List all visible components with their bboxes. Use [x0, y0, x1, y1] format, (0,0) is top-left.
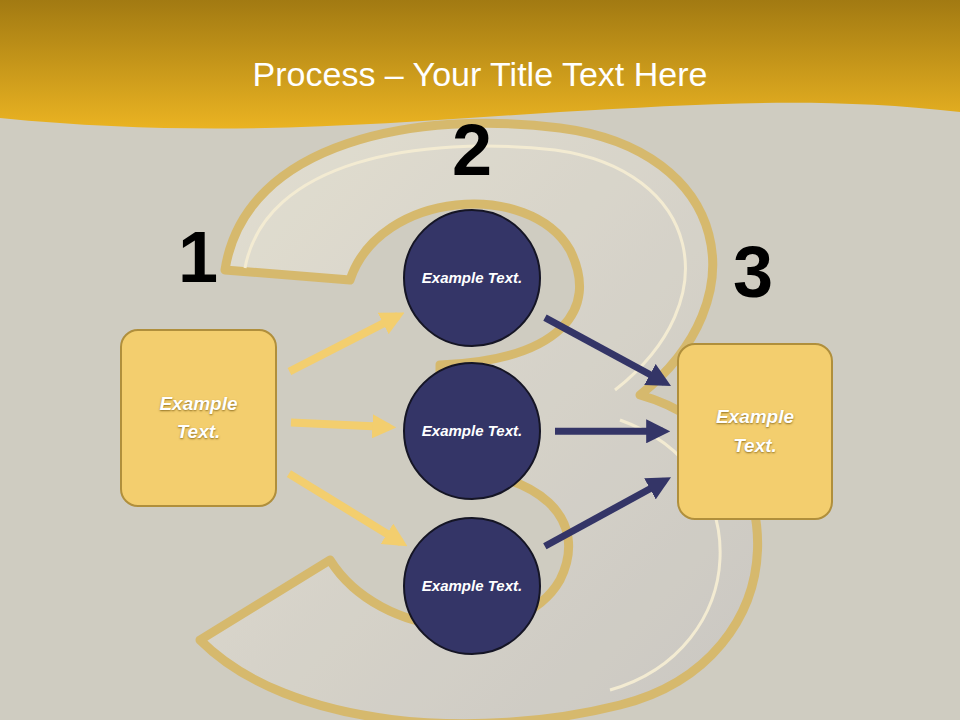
- process-circle: Example Text.: [403, 209, 541, 347]
- flow-arrow: [289, 474, 401, 543]
- process-box: Example Text.: [677, 343, 833, 520]
- step-number: 1: [178, 221, 218, 293]
- step-number: 2: [452, 114, 492, 186]
- node-text: Example Text.: [693, 403, 817, 460]
- number-three-illustration: [200, 123, 758, 720]
- node-text: Example Text.: [136, 390, 261, 447]
- flow-arrow: [545, 481, 665, 546]
- node-text: Example Text.: [422, 420, 522, 443]
- flow-arrow: [291, 422, 389, 427]
- process-circle: Example Text.: [403, 517, 541, 655]
- title-band: [0, 0, 960, 128]
- process-circle: Example Text.: [403, 362, 541, 500]
- flow-arrow: [545, 318, 665, 383]
- slide-title: Process – Your Title Text Here: [0, 54, 960, 95]
- flow-arrow: [555, 428, 663, 435]
- node-text: Example Text.: [422, 267, 522, 290]
- node-text: Example Text.: [422, 575, 522, 598]
- step-number: 3: [733, 236, 773, 308]
- flow-arrow: [289, 316, 398, 372]
- process-box: Example Text.: [120, 329, 277, 507]
